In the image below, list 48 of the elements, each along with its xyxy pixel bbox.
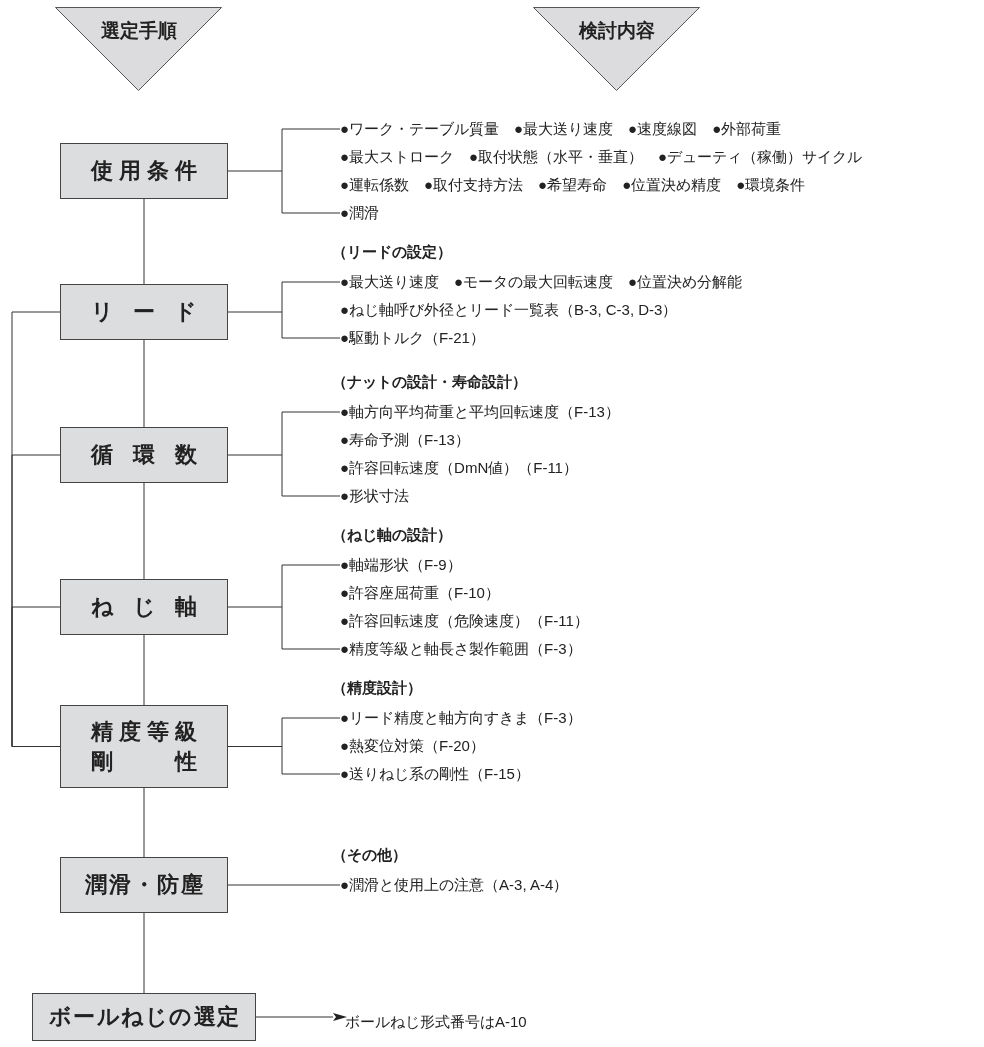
connector-line	[143, 339, 145, 428]
process-box: ねじ軸	[60, 579, 228, 635]
section-heading: （リードの設定）	[332, 242, 452, 262]
section-heading: （精度設計）	[332, 678, 422, 698]
process-box: リード	[60, 284, 228, 340]
note-text: ボールねじ形式番号はA-10	[345, 1012, 527, 1032]
connector-line	[143, 912, 145, 994]
process-box: 潤滑・防塵	[60, 857, 228, 913]
connector-line	[143, 198, 145, 285]
list-item: ●潤滑	[340, 203, 380, 223]
section-heading: （ねじ軸の設計）	[332, 525, 452, 545]
list-item: ●許容回転速度（DmN値）（F-11）	[340, 458, 578, 478]
process-box: ボールねじの選定	[32, 993, 256, 1041]
list-item: ●駆動トルク（F-21）	[340, 328, 485, 348]
process-box: 使用条件	[60, 143, 228, 199]
list-item: ●送りねじ系の剛性（F-15）	[340, 764, 530, 784]
list-item: ●最大ストローク ●取付状態（水平・垂直） ●デューティ（稼働）サイクル	[340, 147, 863, 167]
process-box: 精度等級剛性	[60, 705, 228, 788]
list-item: ●許容回転速度（危険速度）（F-11）	[340, 611, 589, 631]
list-item: ●ワーク・テーブル質量 ●最大送り速度 ●速度線図 ●外部荷重	[340, 119, 782, 139]
list-item: ●最大送り速度 ●モータの最大回転速度 ●位置決め分解能	[340, 272, 743, 292]
list-item: ●リード精度と軸方向すきま（F-3）	[340, 708, 582, 728]
list-item: ●寿命予測（F-13）	[340, 430, 470, 450]
connector-line	[11, 606, 61, 747]
connector-line	[143, 482, 145, 580]
list-item: ●軸方向平均荷重と平均回転速度（F-13）	[340, 402, 620, 422]
connector-line	[227, 564, 341, 650]
list-item: ●熱変位対策（F-20）	[340, 736, 485, 756]
connector-line	[227, 717, 341, 775]
list-item: ●軸端形状（F-9）	[340, 555, 462, 575]
triangle-header: 選定手順	[55, 7, 222, 91]
list-item: ●運転係数 ●取付支持方法 ●希望寿命 ●位置決め精度 ●環境条件	[340, 175, 806, 195]
list-item: ●許容座屈荷重（F-10）	[340, 583, 500, 603]
connector-line	[227, 884, 341, 886]
section-heading: （その他）	[332, 845, 407, 865]
connector-line	[227, 411, 341, 497]
connector-line	[143, 634, 145, 706]
list-item: ●形状寸法	[340, 486, 410, 506]
connector-line	[227, 281, 341, 339]
process-box: 循環数	[60, 427, 228, 483]
connector-line	[143, 787, 145, 858]
list-item: ●潤滑と使用上の注意（A-3, A-4）	[340, 875, 569, 895]
arrow	[255, 1013, 347, 1021]
connector-line	[227, 128, 341, 214]
list-item: ●ねじ軸呼び外径とリード一覧表（B-3, C-3, D-3）	[340, 300, 678, 320]
triangle-header: 検討内容	[533, 7, 700, 91]
section-heading: （ナットの設計・寿命設計）	[332, 372, 527, 392]
list-item: ●精度等級と軸長さ製作範囲（F-3）	[340, 639, 582, 659]
